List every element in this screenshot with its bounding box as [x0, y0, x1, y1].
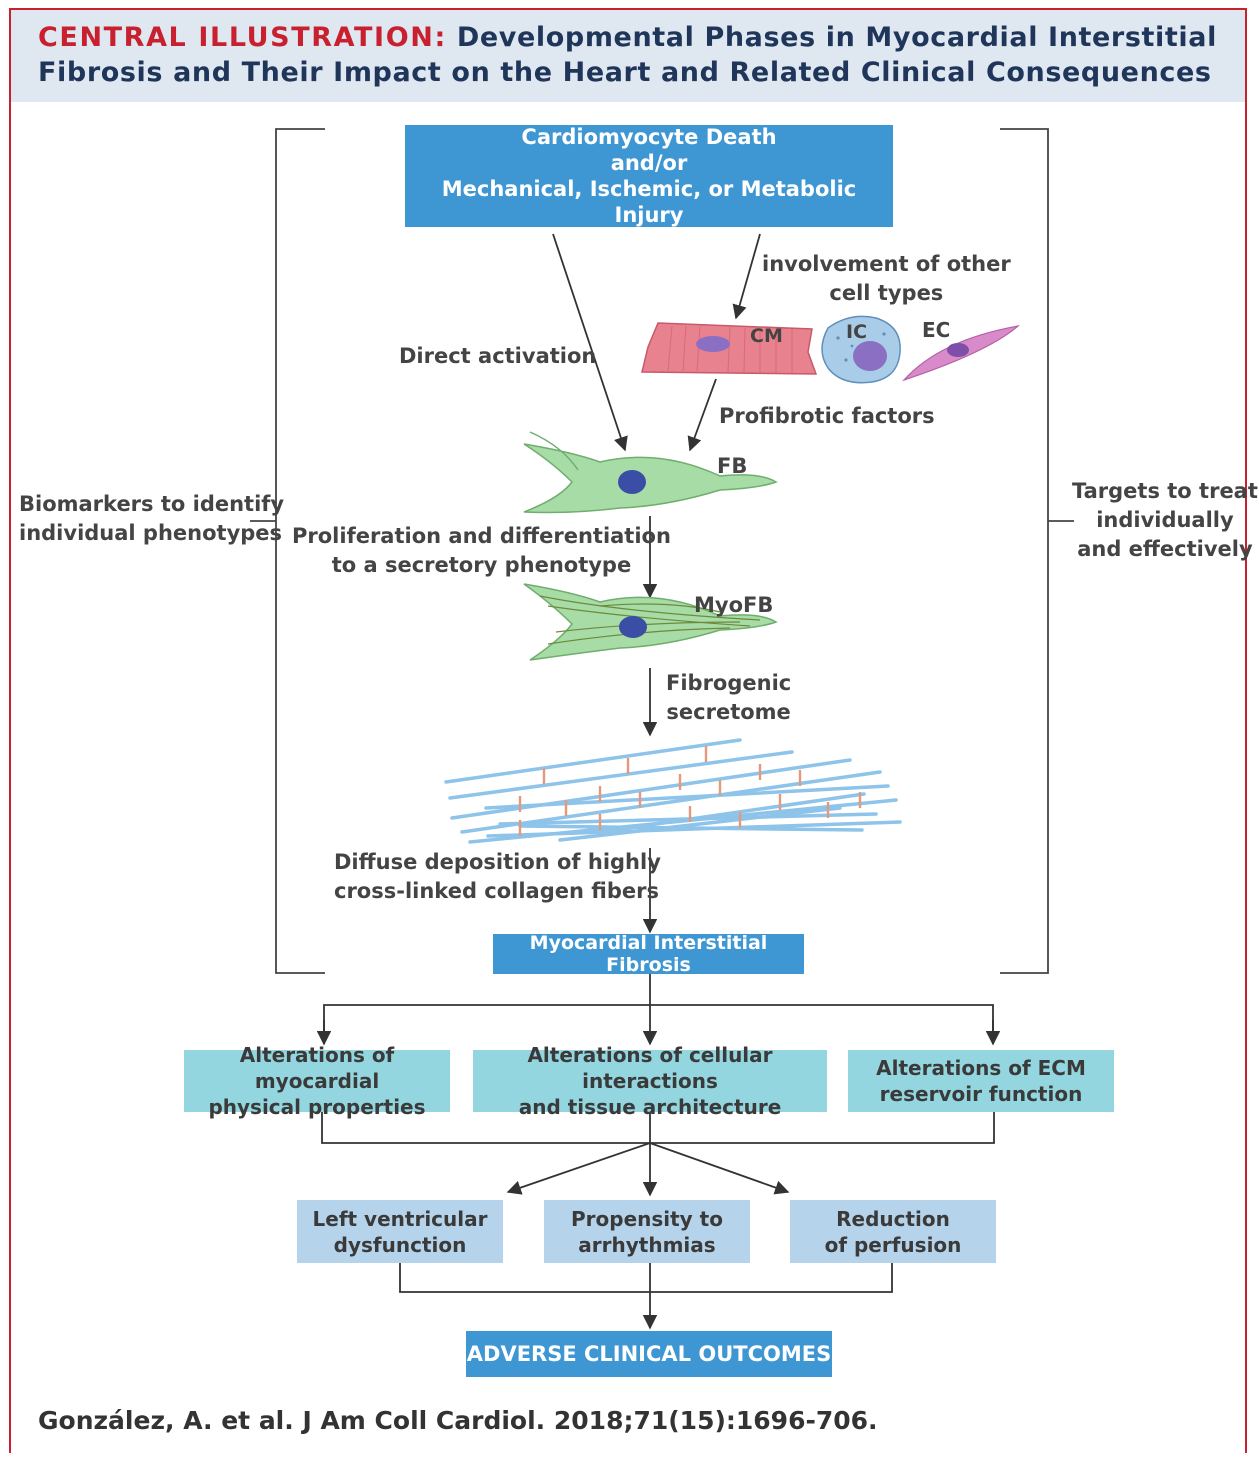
proliferation-line-1: Proliferation and differentiation	[292, 524, 671, 548]
top-box-line-3: Mechanical, Ischemic, or Metabolic Injur…	[441, 177, 857, 227]
profibrotic-label: Profibrotic factors	[719, 404, 935, 428]
myofb-label: MyoFB	[694, 593, 774, 617]
targets-line-2: individually	[1096, 508, 1234, 532]
immune-cell	[821, 315, 901, 384]
right-bracket	[1000, 128, 1074, 974]
header-band	[11, 10, 1245, 102]
cm-label: CM	[750, 325, 783, 347]
citation: González, A. et al. J Am Coll Cardiol. 2…	[38, 1406, 878, 1435]
title-line-2: Fibrosis and Their Impact on the Heart a…	[38, 57, 1212, 88]
alteration-3-line-1: Alterations of ECM	[876, 1056, 1086, 1080]
fb-label: FB	[717, 454, 748, 478]
left-bracket	[250, 128, 325, 974]
targets-line-1: Targets to treat	[1072, 479, 1258, 503]
title-text-1: Developmental Phases in Myocardial Inter…	[456, 22, 1217, 53]
fibroblast-cell	[523, 431, 778, 514]
alteration-box-physical: Alterations of myocardial physical prope…	[184, 1043, 450, 1119]
myofibroblast-cell	[523, 583, 778, 661]
title-line-1: CENTRAL ILLUSTRATION: Developmental Phas…	[38, 22, 1217, 53]
targets-line-3: and effectively	[1077, 537, 1253, 561]
consequence-box-arrhythmias: Propensity to arrhythmias	[544, 1200, 750, 1263]
biomarkers-label: Biomarkers to identify individual phenot…	[19, 490, 284, 548]
top-box-line-2: and/or	[610, 151, 688, 175]
consequence-3-line-2: of perfusion	[824, 1232, 962, 1257]
collagen-fibers	[444, 738, 902, 844]
lower-connectors	[316, 974, 1001, 1330]
adverse-outcomes-box: ADVERSE CLINICAL OUTCOMES	[466, 1331, 832, 1377]
biomarkers-line-2: individual phenotypes	[19, 521, 283, 545]
secretome-label: Fibrogenic secretome	[666, 669, 791, 727]
proliferation-label: Proliferation and differentiation to a s…	[292, 522, 671, 580]
alteration-box-cellular: Alterations of cellular interactions and…	[473, 1043, 827, 1119]
alteration-1-line-2: physical properties	[208, 1095, 426, 1119]
consequence-2-line-2: arrhythmias	[578, 1232, 716, 1257]
secretome-line-1: Fibrogenic	[666, 671, 792, 695]
alteration-box-ecm: Alterations of ECM reservoir function	[848, 1050, 1114, 1112]
ec-label: EC	[922, 318, 951, 342]
cardiomyocyte-cell	[641, 322, 818, 375]
direct-activation-label: Direct activation	[399, 344, 597, 368]
involvement-line-2: cell types	[829, 281, 944, 305]
involvement-line-1: involvement of other	[762, 252, 1011, 276]
illustration-frame	[9, 8, 1247, 1453]
title-prefix: CENTRAL ILLUSTRATION:	[38, 22, 447, 53]
proliferation-line-2: to a secretory phenotype	[331, 553, 632, 577]
consequence-3-line-1: Reduction	[836, 1206, 950, 1231]
targets-label: Targets to treat individually and effect…	[1072, 477, 1258, 564]
alteration-2-line-2: and tissue architecture	[518, 1095, 782, 1119]
alteration-1-line-1: Alterations of myocardial	[239, 1043, 395, 1093]
upper-arrows	[552, 233, 761, 934]
consequence-box-perfusion: Reduction of perfusion	[790, 1200, 996, 1263]
biomarkers-line-1: Biomarkers to identify	[19, 492, 285, 516]
deposition-line-1: Diffuse deposition of highly	[334, 850, 661, 874]
consequence-2-line-1: Propensity to	[570, 1206, 723, 1231]
ic-label: IC	[846, 321, 868, 343]
top-box-line-1: Cardiomyocyte Death	[521, 125, 777, 149]
deposition-label: Diffuse deposition of highly cross-linke…	[334, 848, 661, 906]
alteration-2-line-1: Alterations of cellular interactions	[527, 1043, 773, 1093]
secretome-line-2: secretome	[666, 700, 791, 724]
consequence-1-line-1: Left ventricular	[312, 1206, 488, 1231]
endothelial-cell	[902, 325, 1021, 382]
involvement-label: involvement of other cell types	[762, 250, 1011, 308]
cardiomyocyte-death-box: Cardiomyocyte Death and/or Mechanical, I…	[405, 125, 893, 227]
consequence-box-lv: Left ventricular dysfunction	[297, 1200, 503, 1263]
alteration-3-line-2: reservoir function	[879, 1082, 1083, 1106]
consequence-1-line-2: dysfunction	[333, 1232, 467, 1257]
myocardial-fibrosis-box: Myocardial Interstitial Fibrosis	[493, 932, 804, 976]
deposition-line-2: cross-linked collagen fibers	[334, 879, 659, 903]
